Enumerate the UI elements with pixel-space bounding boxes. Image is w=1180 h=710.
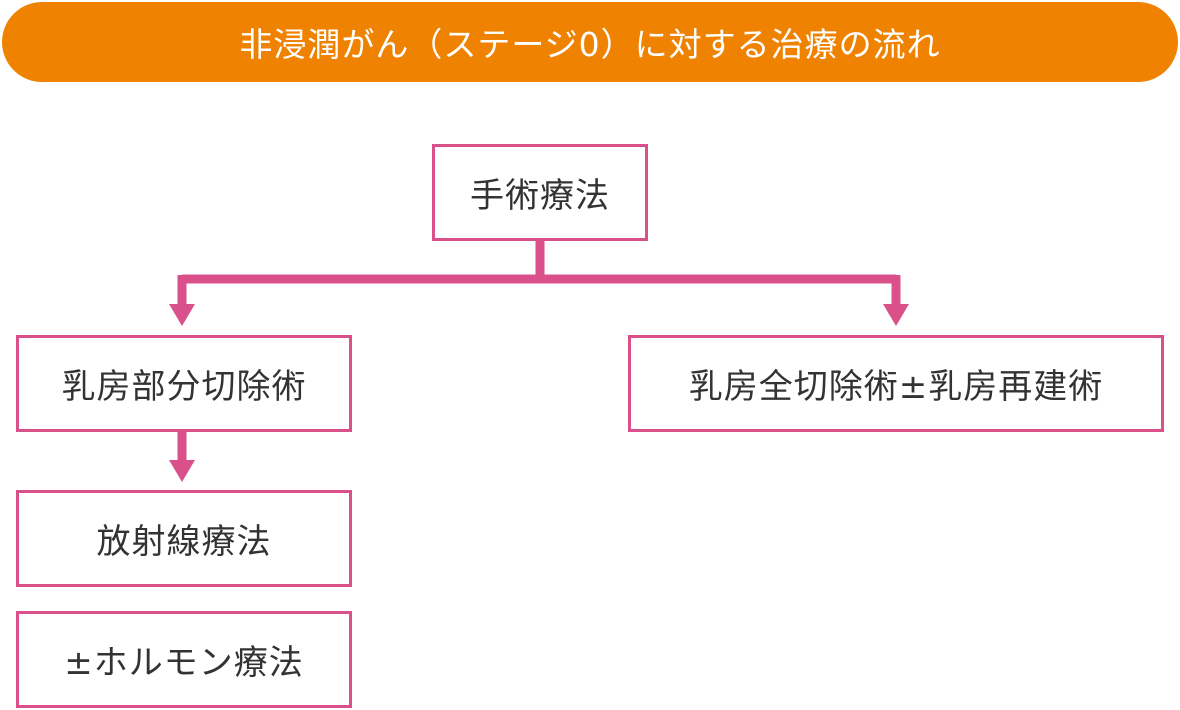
node-surgery: 手術療法 [432, 144, 648, 241]
node-total-mastectomy-label: 乳房全切除術±乳房再建術 [688, 367, 1104, 407]
node-partial-mastectomy: 乳房部分切除術 [16, 335, 352, 432]
title-banner: 非浸潤がん（ステージ0）に対する治療の流れ [2, 2, 1178, 82]
arrowhead-to-radiation [169, 460, 195, 482]
node-partial-mastectomy-label: 乳房部分切除術 [61, 367, 307, 407]
node-surgery-label: 手術療法 [470, 176, 610, 216]
arrowhead-to-partial-mastectomy [169, 304, 195, 326]
diagram-title: 非浸潤がん（ステージ0）に対する治療の流れ [239, 25, 941, 64]
node-total-mastectomy: 乳房全切除術±乳房再建術 [628, 335, 1164, 432]
node-radiation-label: 放射線療法 [96, 522, 272, 562]
node-hormone: ±ホルモン療法 [16, 611, 352, 708]
arrowhead-to-total-mastectomy [883, 304, 909, 326]
node-radiation: 放射線療法 [16, 490, 352, 587]
node-hormone-label: ±ホルモン療法 [64, 643, 304, 683]
